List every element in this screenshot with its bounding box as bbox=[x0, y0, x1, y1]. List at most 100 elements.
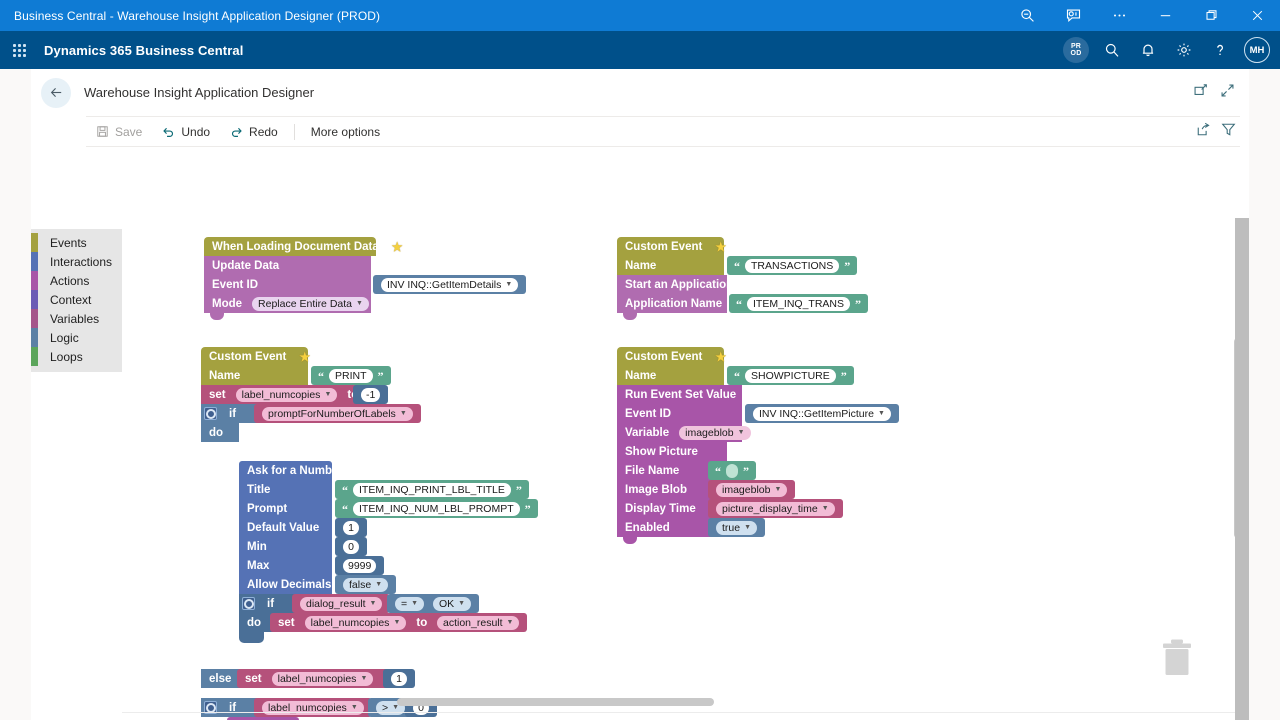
event-id-dropdown[interactable]: INV INQ::GetItemPicture ▼ bbox=[753, 406, 891, 421]
search-icon[interactable] bbox=[1096, 31, 1128, 69]
gear-icon[interactable] bbox=[204, 701, 217, 714]
block-else-set-numcopies[interactable]: set label_numcopies ▼ to 1 bbox=[237, 669, 415, 688]
workspace-canvas[interactable]: When Loading Document Data ★ Update Data… bbox=[122, 218, 1249, 720]
inner-if-operator-dropdown[interactable]: = ▼ bbox=[395, 596, 425, 611]
close-icon[interactable] bbox=[1234, 0, 1280, 31]
block-run-event-set-value[interactable]: Run Event Set Value bbox=[617, 385, 742, 404]
help-icon[interactable] bbox=[1204, 31, 1236, 69]
ask-number-row-max[interactable]: Max 9999 bbox=[239, 556, 385, 575]
block-row-image-blob[interactable]: Image Blob imageblob ▼ bbox=[617, 480, 796, 499]
application-name-value-field[interactable]: ITEM_INQ_TRANS bbox=[747, 296, 851, 311]
gear-icon[interactable] bbox=[204, 407, 217, 420]
name-value-field[interactable]: PRINT bbox=[329, 368, 373, 383]
block-row-name[interactable]: Name “ TRANSACTIONS ” bbox=[617, 256, 858, 275]
event-id-value-block[interactable]: INV INQ::GetItemPicture ▼ bbox=[745, 404, 899, 423]
palette-item-interactions[interactable]: Interactions bbox=[31, 252, 122, 271]
inner-set-value-block[interactable]: action_result ▼ bbox=[429, 613, 528, 632]
block-inner-if-dialog-result[interactable]: if dialog_result ▼ = ▼ bbox=[239, 594, 528, 643]
palette-item-logic[interactable]: Logic bbox=[31, 328, 122, 347]
favorite-star-icon[interactable]: ★ bbox=[715, 239, 727, 254]
ask-number-row-default[interactable]: Default Value 1 bbox=[239, 518, 367, 537]
block-show-picture[interactable]: Show Picture bbox=[617, 442, 727, 461]
application-name-text-block[interactable]: “ ITEM_INQ_TRANS ” bbox=[729, 294, 869, 313]
palette-item-variables[interactable]: Variables bbox=[31, 309, 122, 328]
display-time-value-block[interactable]: picture_display_time ▼ bbox=[708, 499, 843, 518]
block-update-data[interactable]: Update Data bbox=[204, 256, 371, 275]
block-custom-event-showpicture[interactable]: Custom Event ★ Name “ SHOWPICTURE ” Run … bbox=[617, 347, 899, 544]
inner-if-left-block[interactable]: dialog_result ▼ bbox=[292, 594, 391, 613]
block-when-loading-document-data[interactable]: When Loading Document Data ★ Update Data… bbox=[204, 237, 527, 320]
app-brand[interactable]: Dynamics 365 Business Central bbox=[44, 42, 244, 58]
restore-icon[interactable] bbox=[1188, 0, 1234, 31]
block-hat-showpicture[interactable]: Custom Event ★ bbox=[617, 347, 727, 366]
image-blob-value-block[interactable]: imageblob ▼ bbox=[708, 480, 796, 499]
name-value-field[interactable]: TRANSACTIONS bbox=[745, 258, 840, 273]
back-button[interactable] bbox=[41, 77, 71, 108]
block-row-variable[interactable]: Variable imageblob ▼ bbox=[617, 423, 751, 442]
block-ask-for-a-number[interactable]: Ask for a Number Title “ ITEM_INQ_PRINT_… bbox=[239, 461, 538, 594]
ask-number-row-title[interactable]: Title “ ITEM_INQ_PRINT_LBL_TITLE ” bbox=[239, 480, 529, 499]
ask-prompt-text-block[interactable]: “ ITEM_INQ_NUM_LBL_PROMPT ” bbox=[335, 499, 538, 518]
palette-item-loops[interactable]: Loops bbox=[31, 347, 122, 366]
variable-dropdown[interactable]: imageblob ▼ bbox=[679, 425, 751, 440]
if-condition-block[interactable]: promptForNumberOfLabels ▼ bbox=[254, 404, 421, 423]
name-text-block[interactable]: “ SHOWPICTURE ” bbox=[727, 366, 854, 385]
enabled-value-block[interactable]: true ▼ bbox=[708, 518, 766, 537]
event-id-value-block[interactable]: INV INQ::GetItemDetails ▼ bbox=[373, 275, 527, 294]
name-text-block[interactable]: “ PRINT ” bbox=[311, 366, 391, 385]
ask-number-row-min[interactable]: Min 0 bbox=[239, 537, 367, 556]
filter-icon[interactable] bbox=[1221, 122, 1236, 142]
block-row-event-id[interactable]: Event ID INV INQ::GetItemDetails ▼ bbox=[204, 275, 527, 294]
block-if-do-row[interactable]: do bbox=[201, 423, 239, 442]
block-hat-when-loading[interactable]: When Loading Document Data ★ bbox=[204, 237, 403, 256]
block-custom-event-transactions[interactable]: Custom Event ★ Name “ TRANSACTIONS ” Sta… bbox=[617, 237, 869, 320]
block-row-application-name[interactable]: Application Name “ ITEM_INQ_TRANS ” bbox=[617, 294, 869, 313]
set-number-field[interactable]: -1 bbox=[361, 387, 381, 402]
collapse-icon[interactable] bbox=[1220, 83, 1235, 103]
more-options-button[interactable]: More options bbox=[301, 116, 390, 147]
avatar[interactable]: MH bbox=[1244, 37, 1270, 63]
inner-if-right-block[interactable]: OK ▼ bbox=[425, 594, 480, 613]
inner-set-variable-dropdown[interactable]: label_numcopies ▼ bbox=[304, 615, 407, 630]
ask-default-value-block[interactable]: 1 bbox=[335, 518, 367, 537]
favorite-star-icon[interactable]: ★ bbox=[715, 349, 727, 364]
file-name-value-field[interactable] bbox=[726, 463, 738, 478]
palette-item-actions[interactable]: Actions bbox=[31, 271, 122, 290]
set-variable-dropdown[interactable]: label_numcopies ▼ bbox=[235, 387, 338, 402]
ask-allow-decimals-dropdown[interactable]: false ▼ bbox=[343, 577, 389, 592]
image-blob-dropdown[interactable]: imageblob ▼ bbox=[716, 482, 788, 497]
more-icon[interactable] bbox=[1096, 0, 1142, 31]
save-button[interactable]: Save bbox=[86, 116, 152, 147]
waffle-icon[interactable] bbox=[0, 31, 38, 69]
run-event-header[interactable]: Run Event bbox=[227, 717, 299, 720]
name-value-field[interactable]: SHOWPICTURE bbox=[745, 368, 836, 383]
environment-badge[interactable]: PR OD bbox=[1060, 31, 1092, 69]
else-set-value-block[interactable]: 1 bbox=[383, 669, 415, 688]
else-set-variable-dropdown[interactable]: label_numcopies ▼ bbox=[271, 671, 374, 686]
inner-do-row[interactable]: do set label_numcopies ▼ to action_resul… bbox=[239, 613, 528, 632]
inner-if-left-dropdown[interactable]: dialog_result ▼ bbox=[300, 596, 383, 611]
redo-button[interactable]: Redo bbox=[220, 116, 288, 147]
open-in-new-window-icon[interactable] bbox=[1193, 83, 1208, 103]
inner-if-right-dropdown[interactable]: OK ▼ bbox=[433, 596, 472, 611]
favorite-star-icon[interactable]: ★ bbox=[299, 349, 311, 364]
palette-item-events[interactable]: Events bbox=[31, 233, 122, 252]
file-name-text-block[interactable]: “ ” bbox=[708, 461, 756, 480]
block-row-event-id[interactable]: Event ID INV INQ::GetItemPicture ▼ bbox=[617, 404, 899, 423]
ask-default-value-field[interactable]: 1 bbox=[343, 520, 359, 535]
block-hat-print[interactable]: Custom Event ★ bbox=[201, 347, 311, 366]
ask-title-value-field[interactable]: ITEM_INQ_PRINT_LBL_TITLE bbox=[353, 482, 511, 497]
notification-icon[interactable] bbox=[1132, 31, 1164, 69]
inner-if-operator-block[interactable]: = ▼ bbox=[387, 594, 433, 613]
block-if-prompt[interactable]: if promptForNumberOfLabels ▼ bbox=[201, 404, 421, 423]
if-condition-dropdown[interactable]: promptForNumberOfLabels ▼ bbox=[262, 406, 413, 421]
ask-number-row-allow-decimals[interactable]: Allow Decimals false ▼ bbox=[239, 575, 397, 594]
block-else-row[interactable]: else bbox=[201, 669, 245, 688]
enabled-dropdown[interactable]: true ▼ bbox=[716, 520, 758, 535]
ask-prompt-value-field[interactable]: ITEM_INQ_NUM_LBL_PROMPT bbox=[353, 501, 520, 516]
feedback-icon[interactable] bbox=[1050, 0, 1096, 31]
ask-number-row-prompt[interactable]: Prompt “ ITEM_INQ_NUM_LBL_PROMPT ” bbox=[239, 499, 538, 518]
block-set-numcopies[interactable]: set label_numcopies ▼ to -1 bbox=[201, 385, 389, 404]
block-start-application[interactable]: Start an Application bbox=[617, 275, 733, 294]
settings-icon[interactable] bbox=[1168, 31, 1200, 69]
